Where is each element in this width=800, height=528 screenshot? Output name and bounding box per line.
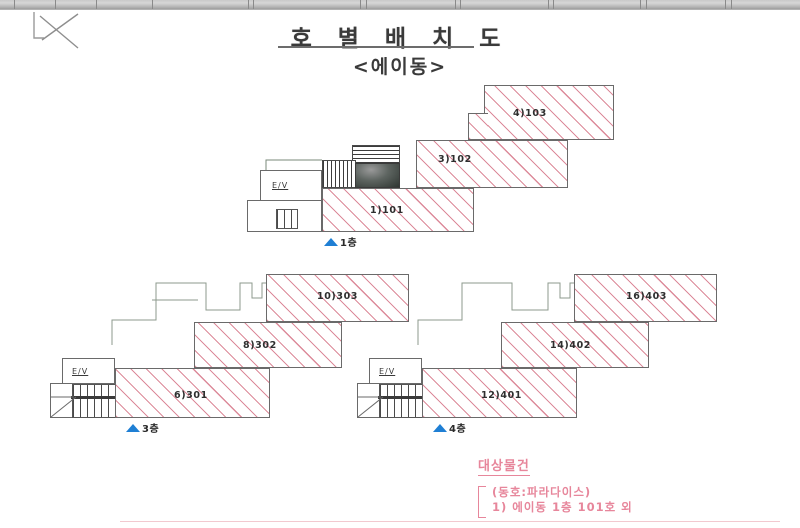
floor-4-marker-label: 4층 [449,424,467,435]
scanner-top-band [0,0,800,9]
unit-6-301-label: 6)301 [174,390,208,401]
bottom-pink-rule [120,521,780,522]
floor-1-marker-triangle-icon [324,237,338,246]
page-subtitle: <에이동> [352,56,448,78]
floor-3-stair-rail [71,396,117,399]
floor-3-elevator-box [62,358,115,386]
unit-16-403 [574,274,717,322]
scanner-edge-line [0,9,800,10]
floor-1-hatch-block-vertical [322,160,356,188]
floor-4-stair-rail [378,396,424,399]
unit-14-402 [501,322,649,368]
legend-body: (동호:파라다이스) 1) 에이동 1층 101호 외 [478,485,633,518]
legend-bracket [478,486,486,518]
unit-12-401 [422,368,577,418]
floor-4-marker-triangle-icon [433,423,447,432]
page-title-underline [278,46,474,48]
unit-4-103 [484,85,614,140]
unit-3-102-label: 3)102 [438,154,472,165]
unit-8-302-label: 8)302 [243,340,277,351]
unit-14-402-label: 14)402 [550,340,591,351]
unit-4-103-notch [468,113,488,140]
legend-line-building: (동호:파라다이스) [492,485,592,499]
floor-1-hatch-block-dark [355,163,400,188]
unit-1-101 [322,188,474,232]
floor-4-stair-treads [379,384,423,418]
unit-4-103-label: 4)103 [513,108,547,119]
corner-x-mark [33,12,79,49]
floor-3-stair-treads [72,384,116,418]
floor-3-marker-label: 3층 [142,424,160,435]
unit-10-303-label: 10)303 [317,291,358,302]
unit-1-101-label: 1)101 [370,205,404,216]
target-property-legend: 대상물건 (동호:파라다이스) 1) 에이동 1층 101호 외 [478,455,633,518]
floor-1-elevator-box [260,170,322,202]
legend-heading: 대상물건 [478,455,530,476]
floor-3-stair-diagonal [50,396,77,418]
floor-3-marker: 3층 [126,420,159,435]
floor-1-stair-treads [276,209,298,229]
floor-1-marker-label: 1층 [340,238,358,249]
floor-3-elevator-label: E/V [72,367,89,376]
unit-8-302 [194,322,342,368]
unit-16-403-label: 16)403 [626,291,667,302]
floor-4-marker: 4층 [433,420,466,435]
floor-4-elevator-label: E/V [379,367,396,376]
floor-1-marker: 1층 [324,234,357,249]
legend-line-unit: 1) 에이동 1층 101호 외 [492,500,633,514]
unit-10-303 [266,274,409,322]
floor-4-elevator-box [369,358,422,386]
unit-12-401-label: 12)401 [481,390,522,401]
floor-4-stair-diagonal [357,396,384,418]
floor-1-elevator-label: E/V [272,181,289,190]
unit-6-301 [115,368,270,418]
unit-3-102 [416,140,568,188]
floor-3-marker-triangle-icon [126,423,140,432]
